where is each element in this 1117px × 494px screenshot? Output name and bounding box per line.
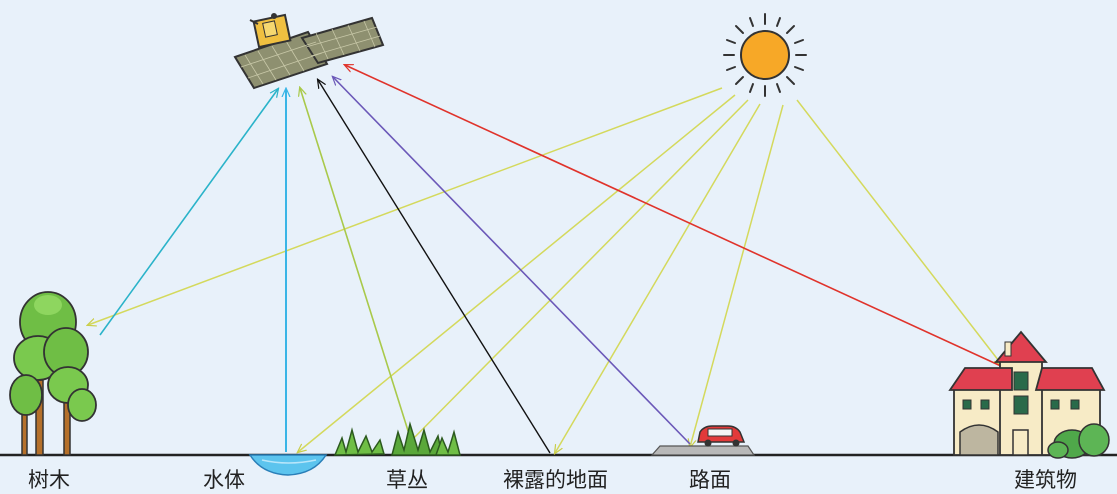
sun-ray-to-ground (555, 103, 761, 453)
sun-icon (723, 13, 807, 97)
road-reflection-ray (333, 77, 691, 445)
grass-reflection-ray (300, 88, 411, 438)
satellite-icon (233, 13, 385, 90)
label-grass: 草丛 (386, 468, 428, 492)
road-icon (650, 445, 756, 456)
label-tree: 树木 (28, 468, 70, 492)
sun-ray-to-grass (405, 99, 749, 447)
label-bare-ground: 裸露的地面 (503, 468, 608, 492)
sun-ray-to-road (690, 104, 784, 447)
label-water: 水体 (203, 468, 245, 492)
label-road: 路面 (689, 468, 731, 492)
label-building: 建筑物 (1014, 468, 1077, 492)
sun-rays (88, 87, 1002, 453)
sun-ray-to-water (298, 94, 736, 452)
sun-ray-to-tree (88, 87, 723, 325)
tree-icon (9, 291, 97, 456)
tree-reflection-ray (99, 89, 278, 336)
ground-reflection-ray (318, 80, 551, 454)
grass-icon (333, 421, 461, 456)
sun-ray-to-building (796, 99, 1002, 365)
car-icon (697, 425, 746, 447)
water-icon (248, 454, 328, 476)
building-reflection-ray (345, 65, 1004, 368)
building-icon (948, 330, 1110, 459)
